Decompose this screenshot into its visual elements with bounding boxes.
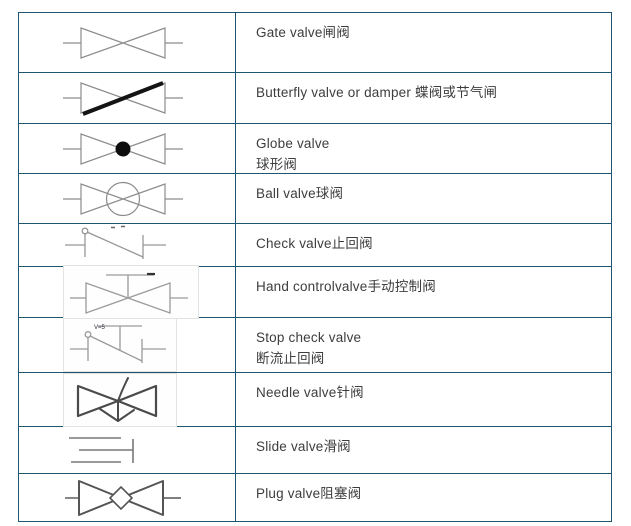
symbol-image-frame [63, 372, 177, 427]
tiny-annotation: V=5 [94, 325, 106, 331]
globe-valve-icon [63, 132, 183, 165]
symbol-cell [19, 427, 236, 473]
symbol-cell [19, 174, 236, 223]
label-cell: Check valve止回阀 [236, 224, 611, 266]
stop-check-valve-icon: V=5 [70, 325, 166, 363]
label-cell: Ball valve球阀 [236, 174, 611, 223]
label-cell: Stop check valve 断流止回阀 [236, 318, 611, 372]
ball-valve-icon [63, 181, 183, 216]
valve-label: Stop check valve [256, 330, 362, 345]
needle-valve-icon [76, 376, 158, 422]
table-row: Gate valve闸阀 [19, 13, 611, 73]
gate-valve-icon [63, 26, 183, 59]
valve-label: Ball valve球阀 [256, 186, 344, 201]
valve-label: Butterfly valve or damper 蝶阀或节气闸 [256, 85, 498, 100]
butterfly-valve-icon [63, 81, 183, 116]
symbol-cell [19, 372, 236, 427]
table-row: Ball valve球阀 [19, 174, 611, 224]
symbol-cell [19, 124, 236, 173]
symbol-cell [19, 474, 236, 521]
table-row: Check valve止回阀 [19, 224, 611, 267]
valve-label: Check valve止回阀 [256, 236, 373, 251]
table-row: Plug valve阻塞阀 [19, 474, 611, 521]
table-row: Globe valve 球形阀 [19, 124, 611, 174]
table-row: Slide valve滑阀 [19, 427, 611, 474]
valve-label: Gate valve闸阀 [256, 25, 350, 40]
label-cell: Slide valve滑阀 [236, 427, 611, 473]
table-row: Needle valve针阀 [19, 372, 611, 427]
valve-label: Globe valve [256, 136, 330, 151]
symbol-cell [19, 224, 236, 266]
hand-control-valve-icon [70, 272, 188, 314]
symbol-cell [19, 73, 236, 123]
table-row: Hand controlvalve手动控制阀 [19, 265, 611, 319]
label-cell: Butterfly valve or damper 蝶阀或节气闸 [236, 73, 611, 123]
label-cell: Gate valve闸阀 [236, 13, 611, 72]
table-row: V=5 Stop check valve 断流止回阀 [19, 318, 611, 373]
plug-valve-icon [65, 479, 181, 516]
valve-label: Plug valve阻塞阀 [256, 486, 362, 501]
label-cell: Needle valve针阀 [236, 373, 611, 426]
symbol-cell: V=5 [19, 318, 236, 372]
label-cell: Hand controlvalve手动控制阀 [236, 267, 611, 317]
valve-label: 球形阀 [256, 157, 298, 172]
valve-label: Hand controlvalve手动控制阀 [256, 279, 436, 294]
check-valve-icon [65, 225, 166, 259]
symbol-cell [19, 265, 236, 319]
valve-label: Slide valve滑阀 [256, 439, 351, 454]
valve-symbol-table: Gate valve闸阀 Butterfly valve or damper 蝶… [18, 12, 612, 522]
slide-valve-icon [69, 437, 134, 463]
symbol-cell [19, 13, 236, 72]
label-cell: Plug valve阻塞阀 [236, 474, 611, 521]
valve-label: 断流止回阀 [256, 351, 325, 366]
valve-label: Needle valve针阀 [256, 385, 364, 400]
symbol-image-frame [63, 265, 199, 319]
label-cell: Globe valve 球形阀 [236, 124, 611, 173]
table-row: Butterfly valve or damper 蝶阀或节气闸 [19, 73, 611, 124]
symbol-image-frame: V=5 [63, 318, 177, 372]
